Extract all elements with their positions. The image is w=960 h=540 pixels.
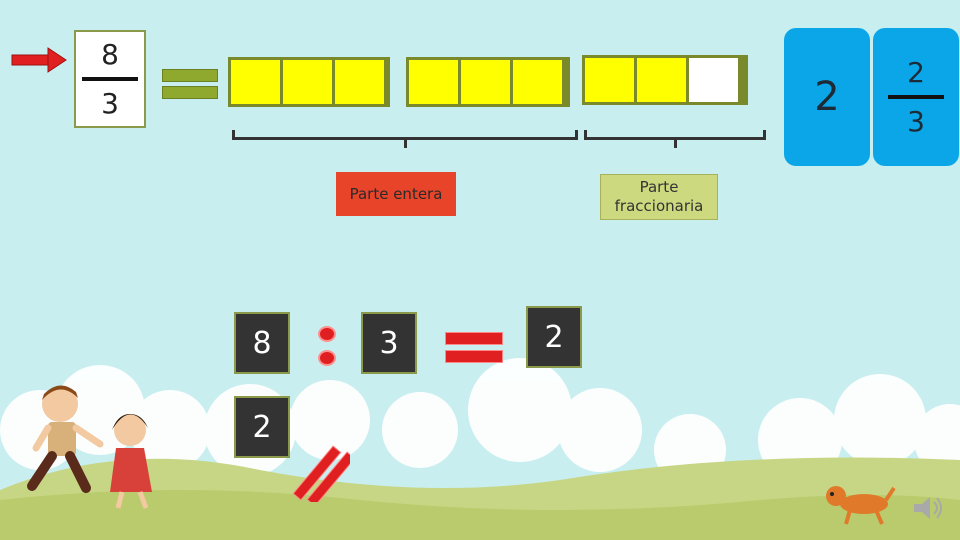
fraction-denominator: 3 [101, 87, 119, 120]
quotient-tile: 2 [526, 306, 582, 368]
remainder: 2 [252, 409, 272, 445]
equals-bar-bottom [162, 86, 218, 99]
brace-fraction-part [584, 130, 766, 140]
dividend: 8 [252, 325, 272, 361]
mixed-denominator: 3 [907, 105, 925, 138]
bar-cell [513, 60, 562, 104]
speaker-icon[interactable] [912, 494, 944, 522]
dividend-tile: 8 [234, 312, 290, 374]
equals-red-bottom [445, 350, 503, 363]
divisor-tile: 3 [361, 312, 417, 374]
children-illustration [27, 385, 152, 509]
remainder-tile: 2 [234, 396, 290, 458]
brace-fraction-tick [674, 140, 677, 148]
equals-red-top [445, 332, 503, 345]
bar-cell [409, 60, 458, 104]
arrow-icon [11, 47, 67, 73]
bar-unit-3 [582, 55, 748, 105]
equals-bar-top [162, 69, 218, 82]
bar-unit-2 [406, 57, 570, 107]
fraction-line [82, 77, 138, 81]
bar-unit-1 [228, 57, 390, 107]
quotient: 2 [544, 319, 564, 355]
equals-icon [445, 332, 503, 363]
divisor: 3 [379, 325, 399, 361]
equals-icon [162, 69, 218, 99]
bar-cell [335, 60, 384, 104]
bar-cell [585, 58, 634, 102]
mixed-whole-card: 2 [784, 28, 870, 166]
mixed-numerator: 2 [907, 56, 925, 89]
brace-whole-tick [404, 140, 407, 148]
bar-cell [637, 58, 686, 102]
label-fraction-part: Parte fraccionaria [600, 174, 718, 220]
mixed-fraction-line [888, 95, 944, 99]
improper-fraction: 8 3 [74, 30, 146, 128]
bar-cell [283, 60, 332, 104]
bar-cell-empty [689, 58, 738, 102]
mixed-whole: 2 [814, 74, 840, 120]
brace-whole-part [232, 130, 578, 140]
bar-cell [461, 60, 510, 104]
bar-cell [231, 60, 280, 104]
dog-illustration [826, 486, 896, 525]
label-fraction-line1: Parte [639, 178, 679, 196]
fraction-numerator: 8 [101, 38, 119, 71]
division-icon [318, 326, 336, 366]
label-whole-part: Parte entera [336, 172, 456, 216]
slanted-bars-icon [292, 445, 350, 502]
label-fraction-line2: fraccionaria [614, 197, 704, 215]
mixed-fraction-card: 2 3 [873, 28, 959, 166]
division-dot-top [318, 326, 336, 342]
division-dot-bottom [318, 350, 336, 366]
